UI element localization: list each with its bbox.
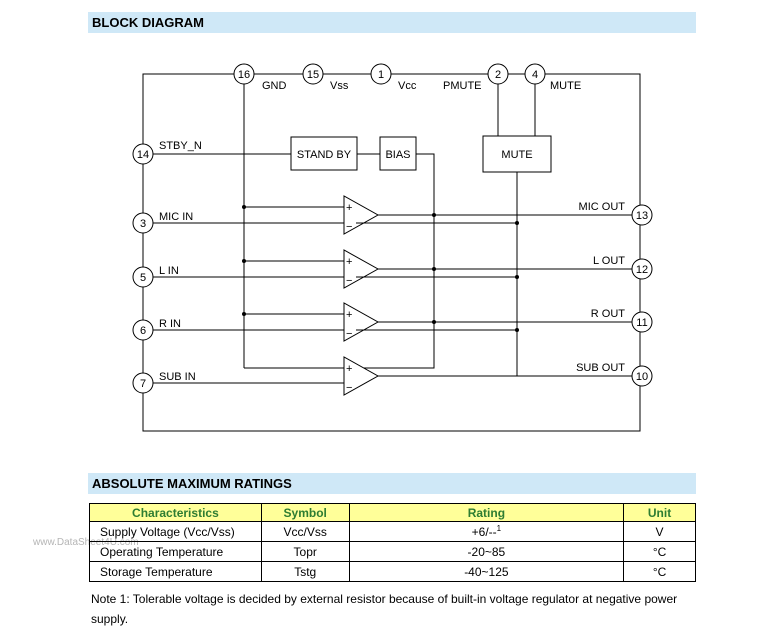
row-unit: °C [623,541,696,562]
block-diagram: 16 GND 15 Vss 1 Vcc 2 PMUTE 4 MUTE 14 ST… [132,63,653,432]
amp-mic-plus: + [346,202,352,214]
amp-sub-minus: − [346,382,352,394]
row-rating: +6/--1 [348,521,625,542]
header-symbol: Symbol [260,503,350,522]
standby-label: STAND BY [297,149,352,161]
pin-1: 1 [370,63,392,85]
amp-mic: + − [343,195,380,235]
row-symbol: Vcc/Vss [260,521,350,542]
pin-6: 6 [132,319,154,341]
chip-outline [142,73,641,432]
pin-15-label: Vss [330,80,349,92]
table-row: Supply Voltage (Vcc/Vss) Vcc/Vss +6/--1 … [89,521,696,542]
bias-block [379,136,417,171]
pin-11-number: 11 [636,317,647,329]
pin-3: 3 [132,212,154,234]
pin-1-number: 1 [378,69,384,81]
pin-2-label: PMUTE [443,80,482,92]
block-diagram-title: BLOCK DIAGRAM [92,15,204,30]
pin-6-number: 6 [140,325,146,337]
standby-block [290,136,358,171]
pin-14: 14 [132,143,154,165]
mute-block [482,135,552,173]
pin-13-label: MIC OUT [579,201,626,213]
pin-7-label: SUB IN [159,371,196,383]
pin-12-label: L OUT [593,255,625,267]
pin-4: 4 [524,63,546,85]
row-symbol: Topr [260,541,350,562]
row-characteristic: Supply Voltage (Vcc/Vss) [89,521,262,542]
pin-5: 5 [132,266,154,288]
pin-15-number: 15 [307,69,319,81]
watermark: www.DataSheet4U.com [33,537,139,548]
pin-5-number: 5 [140,272,146,284]
pin-13-number: 13 [636,210,648,222]
pin-14-label: STBY_N [159,140,202,152]
pin-1-label: Vcc [398,80,417,92]
row-characteristic: Operating Temperature [89,541,262,562]
row-unit: V [623,521,696,542]
header-characteristics: Characteristics [89,503,262,522]
amp-l: + − [343,249,380,289]
table-row: Storage Temperature Tstg -40~125 °C [89,561,696,582]
amp-l-minus: − [346,275,352,287]
pin-16-number: 16 [238,69,250,81]
pin-10-number: 10 [636,371,648,383]
row-symbol: Tstg [260,561,350,582]
ratings-header: ABSOLUTE MAXIMUM RATINGS [88,473,696,494]
pin-16-label: GND [262,80,287,92]
pin-11-label: R OUT [591,308,626,320]
table-row: Operating Temperature Topr -20~85 °C [89,541,696,562]
junction-dots [242,205,519,332]
row-rating: -20~85 [348,541,625,562]
row-rating: -40~125 [348,561,625,582]
pin-2: 2 [487,63,509,85]
pin-12: 12 [631,258,653,280]
pin-2-number: 2 [495,69,501,81]
mute-label: MUTE [501,149,532,161]
ratings-title: ABSOLUTE MAXIMUM RATINGS [92,476,292,491]
pin-11: 11 [631,311,653,333]
pin-12-number: 12 [636,264,648,276]
amp-r-minus: − [346,328,352,340]
pin-4-label: MUTE [550,80,581,92]
pin-4-number: 4 [532,69,538,81]
pin-10-label: SUB OUT [576,362,625,374]
footnote-text: Note 1: Tolerable voltage is decided by … [91,592,678,626]
pin-5-label: L IN [159,265,179,277]
footnote-marker: 1 [496,524,502,533]
row-characteristic: Storage Temperature [89,561,262,582]
ratings-table: Characteristics Symbol Rating Unit Suppl… [89,503,696,582]
pin-14-number: 14 [137,149,149,161]
pin-7: 7 [132,372,154,394]
header-rating: Rating [348,503,625,522]
bias-wire [356,153,435,369]
amp-l-plus: + [346,256,352,268]
block-diagram-header: BLOCK DIAGRAM [88,12,696,33]
pin-3-number: 3 [140,218,146,230]
pin-3-label: MIC IN [159,211,193,223]
pin-13: 13 [631,204,653,226]
row-unit: °C [623,561,696,582]
amp-r: + − [343,302,380,342]
amp-sub: + − [343,356,380,396]
amp-r-plus: + [346,309,352,321]
pin-10: 10 [631,365,653,387]
header-unit: Unit [623,503,696,522]
table-header-row: Characteristics Symbol Rating Unit [89,503,696,522]
pin-15: 15 [302,63,324,85]
pin-7-number: 7 [140,378,146,390]
amp-mic-minus: − [346,221,352,233]
pin-6-label: R IN [159,318,181,330]
amp-sub-plus: + [346,363,352,375]
bias-label: BIAS [385,149,410,161]
pin-16: 16 [233,63,255,85]
